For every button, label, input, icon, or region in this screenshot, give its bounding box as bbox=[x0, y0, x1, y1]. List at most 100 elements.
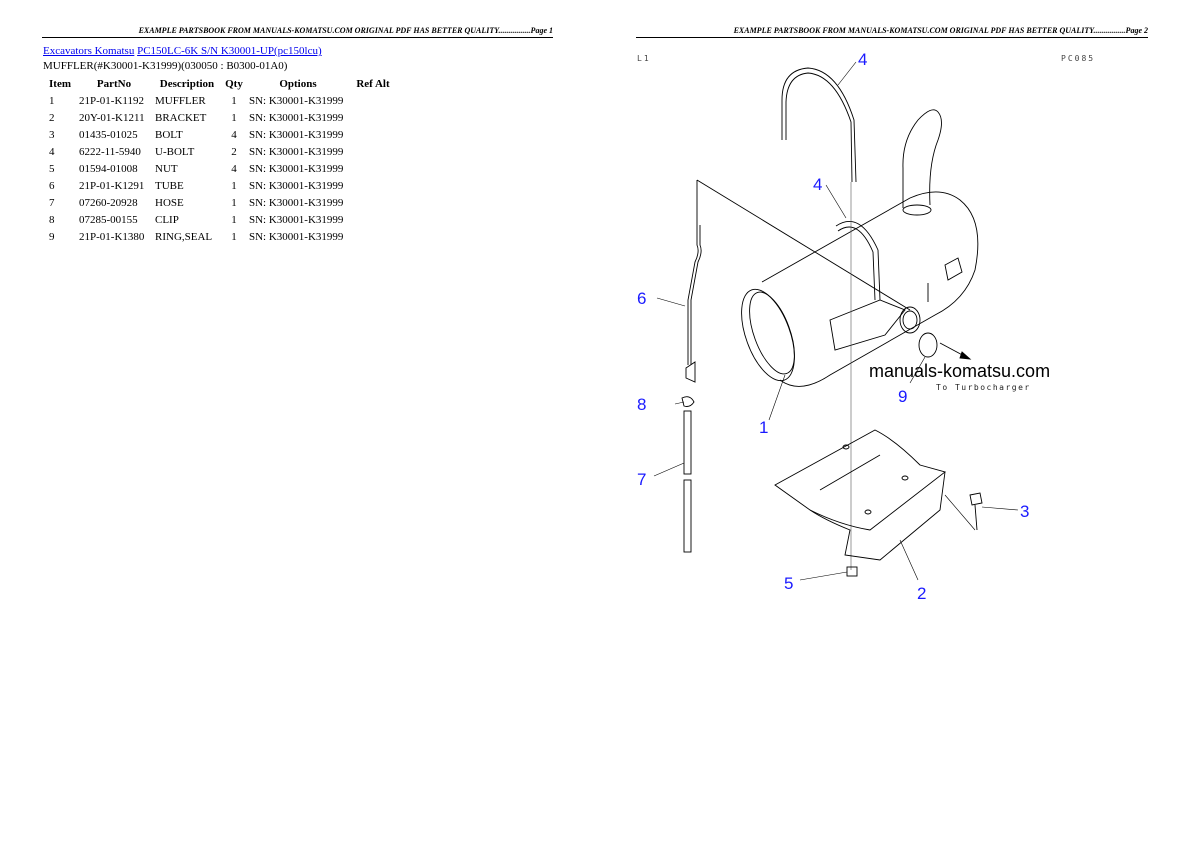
exploded-parts-diagram: L1 PC085 4 4 6 8 7 1 9 3 5 2 manuals-kom… bbox=[637, 50, 1095, 603]
cell-description: BRACKET bbox=[155, 111, 207, 124]
bracket-shape bbox=[774, 429, 946, 531]
tube-shape bbox=[687, 225, 699, 365]
cell-item: 6 bbox=[49, 179, 55, 192]
cell-refalt bbox=[350, 143, 396, 160]
cell-refalt bbox=[350, 160, 396, 177]
cell-options: SN: K30001-K31999 bbox=[249, 196, 344, 209]
column-header-partno: PartNo bbox=[96, 78, 132, 90]
cell-partno: 21P-01-K1380 bbox=[79, 230, 145, 243]
column-header-item: Item bbox=[49, 78, 71, 90]
cell-options: SN: K30001-K31999 bbox=[249, 128, 344, 141]
cell-item: 8 bbox=[49, 213, 55, 226]
breadcrumb-link-category[interactable]: Excavators Komatsu bbox=[43, 45, 135, 57]
cell-options: SN: K30001-K31999 bbox=[249, 179, 344, 192]
cell-refalt bbox=[350, 92, 396, 109]
table-row: 2 20Y-01-K1211 BRACKET 1 SN: K30001-K319… bbox=[46, 109, 396, 126]
cell-refalt bbox=[350, 211, 396, 228]
cell-qty: 4 bbox=[231, 162, 237, 175]
column-header-description: Description bbox=[159, 78, 215, 90]
cell-options: SN: K30001-K31999 bbox=[249, 145, 344, 158]
cell-refalt bbox=[350, 177, 396, 194]
callout-5[interactable]: 5 bbox=[784, 574, 793, 593]
cell-partno: 6222-11-5940 bbox=[79, 145, 141, 158]
cell-qty: 1 bbox=[231, 111, 237, 124]
cell-partno: 01435-01025 bbox=[79, 128, 138, 141]
parts-table: Item PartNo Description Qty Options Ref … bbox=[46, 76, 396, 245]
cell-refalt bbox=[350, 228, 396, 245]
callout-6[interactable]: 6 bbox=[637, 289, 646, 308]
cell-qty: 1 bbox=[231, 196, 237, 209]
cell-description: HOSE bbox=[155, 196, 184, 209]
cell-item: 4 bbox=[49, 145, 55, 158]
watermark-text: manuals-komatsu.com bbox=[869, 361, 1050, 381]
cell-qty: 1 bbox=[231, 179, 237, 192]
cell-description: TUBE bbox=[155, 179, 184, 192]
cell-partno: 21P-01-K1192 bbox=[79, 94, 144, 107]
cell-description: NUT bbox=[155, 162, 178, 175]
table-row: 8 07285-00155 CLIP 1 SN: K30001-K31999 bbox=[46, 211, 396, 228]
cell-refalt bbox=[350, 126, 396, 143]
cell-options: SN: K30001-K31999 bbox=[249, 111, 344, 124]
callout-2[interactable]: 2 bbox=[917, 584, 926, 603]
cell-qty: 1 bbox=[231, 94, 237, 107]
table-row: 9 21P-01-K1380 RING,SEAL 1 SN: K30001-K3… bbox=[46, 228, 396, 245]
column-header-refalt: Ref Alt bbox=[356, 78, 390, 90]
table-row: 3 01435-01025 BOLT 4 SN: K30001-K31999 bbox=[46, 126, 396, 143]
table-header-row: Item PartNo Description Qty Options Ref … bbox=[46, 76, 396, 92]
cell-item: 9 bbox=[49, 230, 55, 243]
header-divider bbox=[42, 37, 553, 38]
cell-partno: 07285-00155 bbox=[79, 213, 138, 226]
cell-description: CLIP bbox=[155, 213, 179, 226]
cell-item: 5 bbox=[49, 162, 55, 175]
cell-qty: 4 bbox=[231, 128, 237, 141]
turbocharger-note: To Turbocharger bbox=[936, 383, 1031, 392]
cell-qty: 2 bbox=[231, 145, 237, 158]
callout-3[interactable]: 3 bbox=[1020, 502, 1029, 521]
header-divider bbox=[636, 37, 1148, 38]
cell-qty: 1 bbox=[231, 213, 237, 226]
cell-description: MUFFLER bbox=[155, 94, 206, 107]
callout-4-top[interactable]: 4 bbox=[858, 50, 867, 69]
u-bolt-shape bbox=[781, 67, 857, 183]
cell-refalt bbox=[350, 194, 396, 211]
section-title: MUFFLER(#K30001-K31999)(030050 : B0300-0… bbox=[43, 60, 288, 72]
cell-options: SN: K30001-K31999 bbox=[249, 162, 344, 175]
cell-options: SN: K30001-K31999 bbox=[249, 213, 344, 226]
cell-item: 3 bbox=[49, 128, 55, 141]
diagram-corner-code-right: PC085 bbox=[1061, 54, 1095, 63]
table-row: 7 07260-20928 HOSE 1 SN: K30001-K31999 bbox=[46, 194, 396, 211]
column-header-qty: Qty bbox=[225, 78, 243, 90]
cell-description: U-BOLT bbox=[155, 145, 195, 158]
diagram-corner-code-left: L1 bbox=[637, 54, 651, 63]
cell-item: 1 bbox=[49, 94, 55, 107]
callout-1[interactable]: 1 bbox=[759, 418, 768, 437]
cell-options: SN: K30001-K31999 bbox=[249, 230, 344, 243]
table-row: 6 21P-01-K1291 TUBE 1 SN: K30001-K31999 bbox=[46, 177, 396, 194]
cell-partno: 20Y-01-K1211 bbox=[79, 111, 145, 124]
diagram-page: EXAMPLE PARTSBOOK FROM MANUALS-KOMATSU.C… bbox=[595, 0, 1190, 842]
page-header: EXAMPLE PARTSBOOK FROM MANUALS-KOMATSU.C… bbox=[733, 26, 1148, 35]
muffler-shape bbox=[761, 191, 979, 387]
cell-description: BOLT bbox=[155, 128, 183, 141]
cell-refalt bbox=[350, 109, 396, 126]
callout-9[interactable]: 9 bbox=[898, 387, 907, 406]
table-row: 5 01594-01008 NUT 4 SN: K30001-K31999 bbox=[46, 160, 396, 177]
table-row: 1 21P-01-K1192 MUFFLER 1 SN: K30001-K319… bbox=[46, 92, 396, 109]
breadcrumb-link-model[interactable]: PC150LC-6K S/N K30001-UP(pc150lcu) bbox=[137, 45, 322, 57]
callout-8[interactable]: 8 bbox=[637, 395, 646, 414]
breadcrumb: Excavators Komatsu PC150LC-6K S/N K30001… bbox=[43, 45, 322, 57]
cell-partno: 01594-01008 bbox=[79, 162, 138, 175]
callout-7[interactable]: 7 bbox=[637, 470, 646, 489]
callout-4-mid[interactable]: 4 bbox=[813, 175, 822, 194]
page-header: EXAMPLE PARTSBOOK FROM MANUALS-KOMATSU.C… bbox=[138, 26, 553, 35]
cell-description: RING,SEAL bbox=[155, 230, 213, 243]
parts-list-page: EXAMPLE PARTSBOOK FROM MANUALS-KOMATSU.C… bbox=[42, 26, 553, 245]
cell-item: 2 bbox=[49, 111, 55, 124]
cell-item: 7 bbox=[49, 196, 55, 209]
cell-qty: 1 bbox=[231, 230, 237, 243]
column-header-options: Options bbox=[279, 78, 317, 90]
cell-partno: 21P-01-K1291 bbox=[79, 179, 145, 192]
cell-options: SN: K30001-K31999 bbox=[249, 94, 344, 107]
table-row: 4 6222-11-5940 U-BOLT 2 SN: K30001-K3199… bbox=[46, 143, 396, 160]
cell-partno: 07260-20928 bbox=[79, 196, 138, 209]
